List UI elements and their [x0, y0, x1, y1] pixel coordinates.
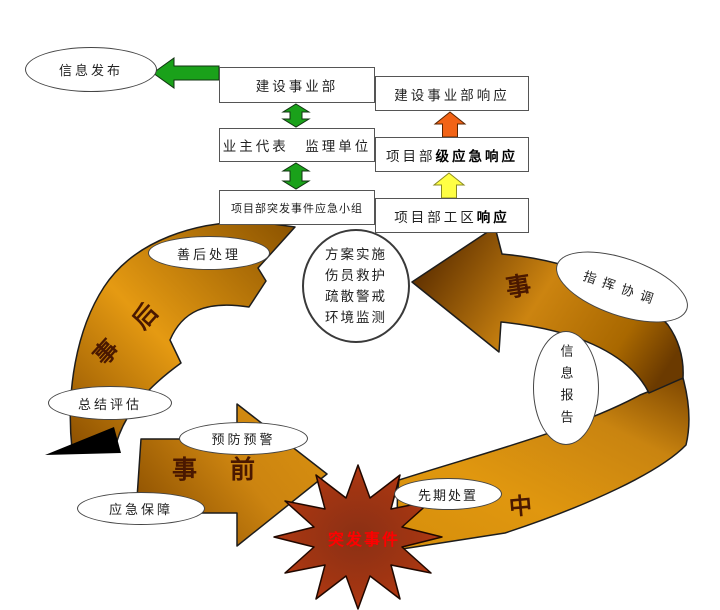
box-project-level-prefix: 项目部: [386, 148, 436, 164]
initial-response-label: 先期处置: [417, 487, 478, 503]
incident-label: 突发事件: [327, 532, 400, 549]
box-workzone-response: 项目部工区响应: [375, 198, 529, 233]
circle-line-1: 方案实施: [325, 247, 387, 262]
incident-starburst: [273, 464, 443, 610]
box-workzone-prefix: 项目部工区: [394, 209, 477, 225]
green-left-arrow: [152, 57, 220, 89]
support-bubble: 应急保障: [77, 492, 205, 525]
info-report-label: 信息报告: [558, 344, 574, 432]
green-double-arrow-top: [281, 103, 311, 128]
circle-line-4: 环境监测: [325, 310, 387, 325]
black-triangle: [45, 427, 121, 455]
phase-during-zhong-label: 中: [507, 493, 534, 520]
box-construction-division-response-label: 建设事业部响应: [394, 87, 510, 103]
support-label: 应急保障: [108, 502, 173, 517]
box-emergency-team-label: 项目部突发事件应急小组: [231, 202, 363, 215]
evaluation-bubble: 总结评估: [48, 386, 172, 420]
initial-response-bubble: 先期处置: [394, 478, 502, 510]
info-release-label: 信息发布: [58, 63, 123, 78]
yellow-up-arrow: [432, 172, 466, 199]
circle-line-2: 伤员救护: [325, 268, 387, 283]
aftermath-bubble: 善后处理: [148, 236, 270, 270]
evaluation-label: 总结评估: [77, 396, 142, 412]
aftermath-label: 善后处理: [176, 246, 241, 262]
phase-during-shi-label: 事: [504, 272, 533, 303]
command-coordination-label: 指挥协调: [581, 267, 662, 309]
green-double-arrow-bottom: [281, 162, 311, 190]
prevention-bubble: 预防预警: [179, 422, 308, 455]
box-workzone-bold: 响应: [476, 209, 510, 225]
info-report-bubble: 信息报告: [533, 331, 599, 445]
phase-before-label: 事前: [172, 457, 289, 484]
info-release-ellipse: 信息发布: [25, 47, 157, 92]
box-owner-supervisor: 业主代表 监理单位: [219, 128, 375, 162]
prevention-label: 预防预警: [211, 432, 276, 447]
box-owner-supervisor-label: 业主代表 监理单位: [222, 139, 372, 154]
orange-up-arrow: [433, 111, 467, 138]
response-actions-circle: 方案实施 伤员救护 疏散警戒 环境监测: [302, 229, 410, 343]
box-project-level-response: 项目部级应急响应: [375, 137, 529, 172]
box-project-level-bold: 级应急响应: [435, 148, 518, 164]
box-construction-division: 建设事业部: [219, 67, 375, 103]
circle-line-3: 疏散警戒: [325, 289, 387, 304]
box-emergency-team: 项目部突发事件应急小组: [219, 190, 375, 225]
box-construction-division-label: 建设事业部: [255, 79, 339, 94]
box-construction-division-response: 建设事业部响应: [375, 76, 529, 111]
